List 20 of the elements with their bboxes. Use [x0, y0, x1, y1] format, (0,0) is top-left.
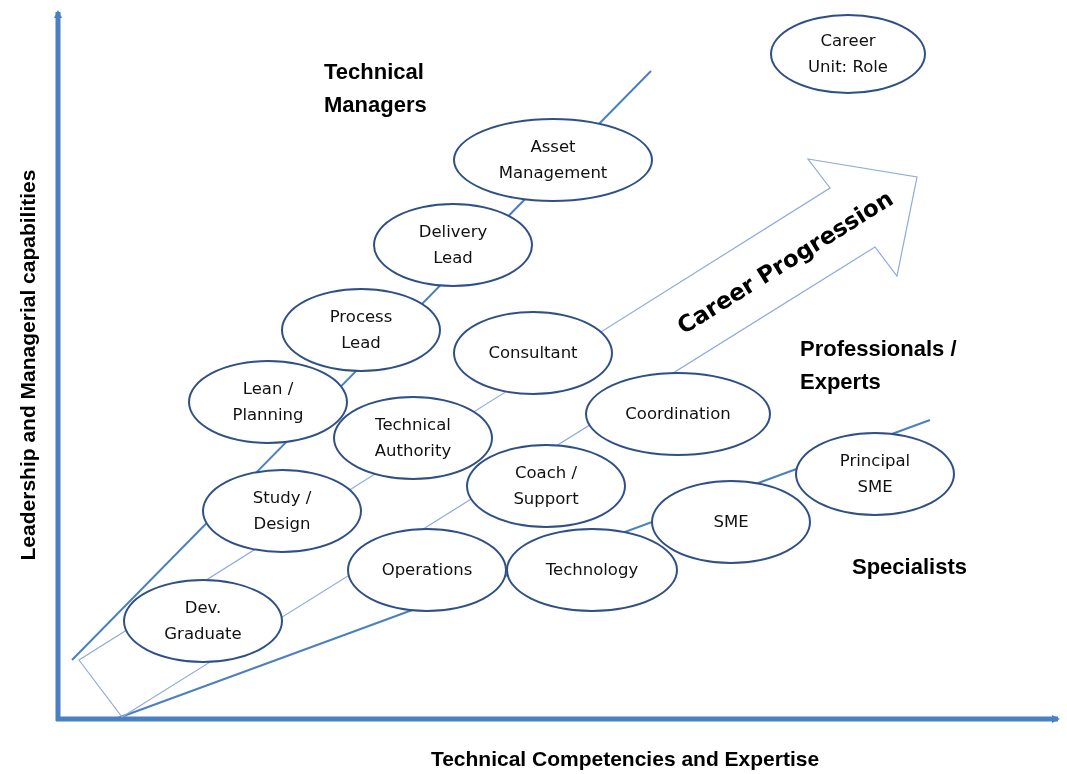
axis-title: Leadership and Managerial capabilities	[14, 169, 40, 561]
role-text: Process Lead	[328, 306, 394, 354]
role-text: Technical Authority	[373, 414, 453, 462]
role-text: Career Unit: Role	[807, 30, 889, 78]
group-heading: Technical Managers	[324, 58, 428, 119]
role-text: Consultant	[488, 342, 578, 364]
role-text: Coordination	[625, 403, 731, 425]
group-heading: Professionals / Experts	[800, 335, 958, 396]
role-text: Delivery Lead	[417, 221, 489, 269]
role-text: Coach / Support	[512, 462, 580, 510]
role-text: Lean / Planning	[231, 378, 305, 426]
role-text: Operations	[381, 559, 473, 581]
role-text: Asset Management	[497, 136, 609, 184]
role-text: Technology	[545, 559, 639, 581]
role-text: Principal SME	[838, 450, 912, 498]
group-heading: Specialists	[852, 553, 967, 581]
role-text: SME	[713, 511, 749, 533]
role-text: Dev. Graduate	[163, 597, 243, 645]
axis-title: Technical Competencies and Expertise	[430, 745, 820, 772]
role-text: Study / Design	[251, 487, 313, 535]
